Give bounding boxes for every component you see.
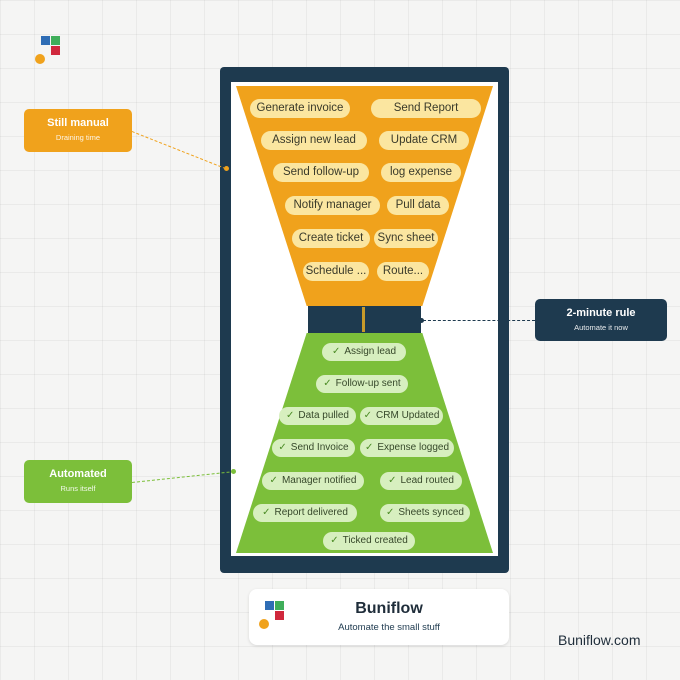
automated-task: ✓Assign lead [322, 343, 406, 361]
manual-task: log expense [381, 163, 461, 182]
brand-logo-icon [35, 36, 61, 66]
check-icon: ✓ [278, 442, 287, 453]
manual-task: Notify manager [285, 196, 380, 215]
automated-task: ✓Ticked created [323, 532, 415, 550]
automated-connector-dot [231, 469, 236, 474]
manual-task: Assign new lead [261, 131, 367, 150]
check-icon: ✓ [269, 475, 278, 486]
automated-label: Automated Runs itself [24, 460, 132, 503]
automated-title: Automated [49, 468, 107, 480]
two-minute-rule-subtitle: Automate it now [574, 323, 628, 332]
automated-task: ✓Lead routed [380, 472, 462, 490]
check-icon: ✓ [330, 535, 339, 546]
check-icon: ✓ [364, 442, 374, 453]
manual-task: Route... [377, 262, 429, 281]
manual-task: Create ticket [292, 229, 370, 248]
manual-task: Send Report [371, 99, 481, 118]
rule-connector-dot [419, 318, 424, 323]
automated-task: ✓Report delivered [253, 504, 357, 522]
manual-task: Update CRM [379, 131, 469, 150]
automated-task: ✓Follow-up sent [316, 375, 408, 393]
automated-task: ✓Send Invoice [272, 439, 355, 457]
still-manual-subtitle: Draining time [55, 133, 101, 142]
automated-task: ✓CRM Updated [360, 407, 443, 425]
check-icon: ✓ [286, 410, 295, 421]
manual-task: Sync sheet [374, 229, 438, 248]
manual-task: Pull data [387, 196, 449, 215]
automated-task: ✓Sheets synced [380, 504, 470, 522]
manual-task: Send follow-up [273, 163, 369, 182]
check-icon: ✓ [386, 507, 395, 518]
two-minute-rule-label: 2-minute rule Automate it now [535, 299, 667, 341]
still-manual-label: Still manual Draining time [24, 109, 132, 152]
check-icon: ✓ [388, 475, 397, 486]
website-link[interactable]: Buniflow.com [558, 632, 641, 648]
two-minute-rule-title: 2-minute rule [566, 307, 636, 319]
neck-divider [362, 307, 365, 332]
brand-card: Buniflow Automate the small stuff [249, 589, 509, 645]
manual-connector [131, 131, 226, 170]
automated-task: ✓Expense logged [360, 439, 454, 457]
manual-task: Schedule ... [303, 262, 369, 281]
brand-tagline: Automate the small stuff [338, 622, 440, 633]
rule-connector [423, 320, 535, 321]
check-icon: ✓ [323, 378, 332, 389]
automated-subtitle: Runs itself [60, 484, 96, 493]
check-icon: ✓ [331, 346, 341, 357]
automated-task: ✓Manager notified [262, 472, 364, 490]
brand-name: Buniflow [355, 600, 423, 617]
manual-connector-dot [224, 166, 229, 171]
brand-card-logo-icon [259, 601, 285, 631]
check-icon: ✓ [363, 410, 373, 421]
manual-task: Generate invoice [250, 99, 350, 118]
automated-task: ✓Data pulled [279, 407, 356, 425]
still-manual-title: Still manual [47, 117, 109, 129]
check-icon: ✓ [262, 507, 271, 518]
